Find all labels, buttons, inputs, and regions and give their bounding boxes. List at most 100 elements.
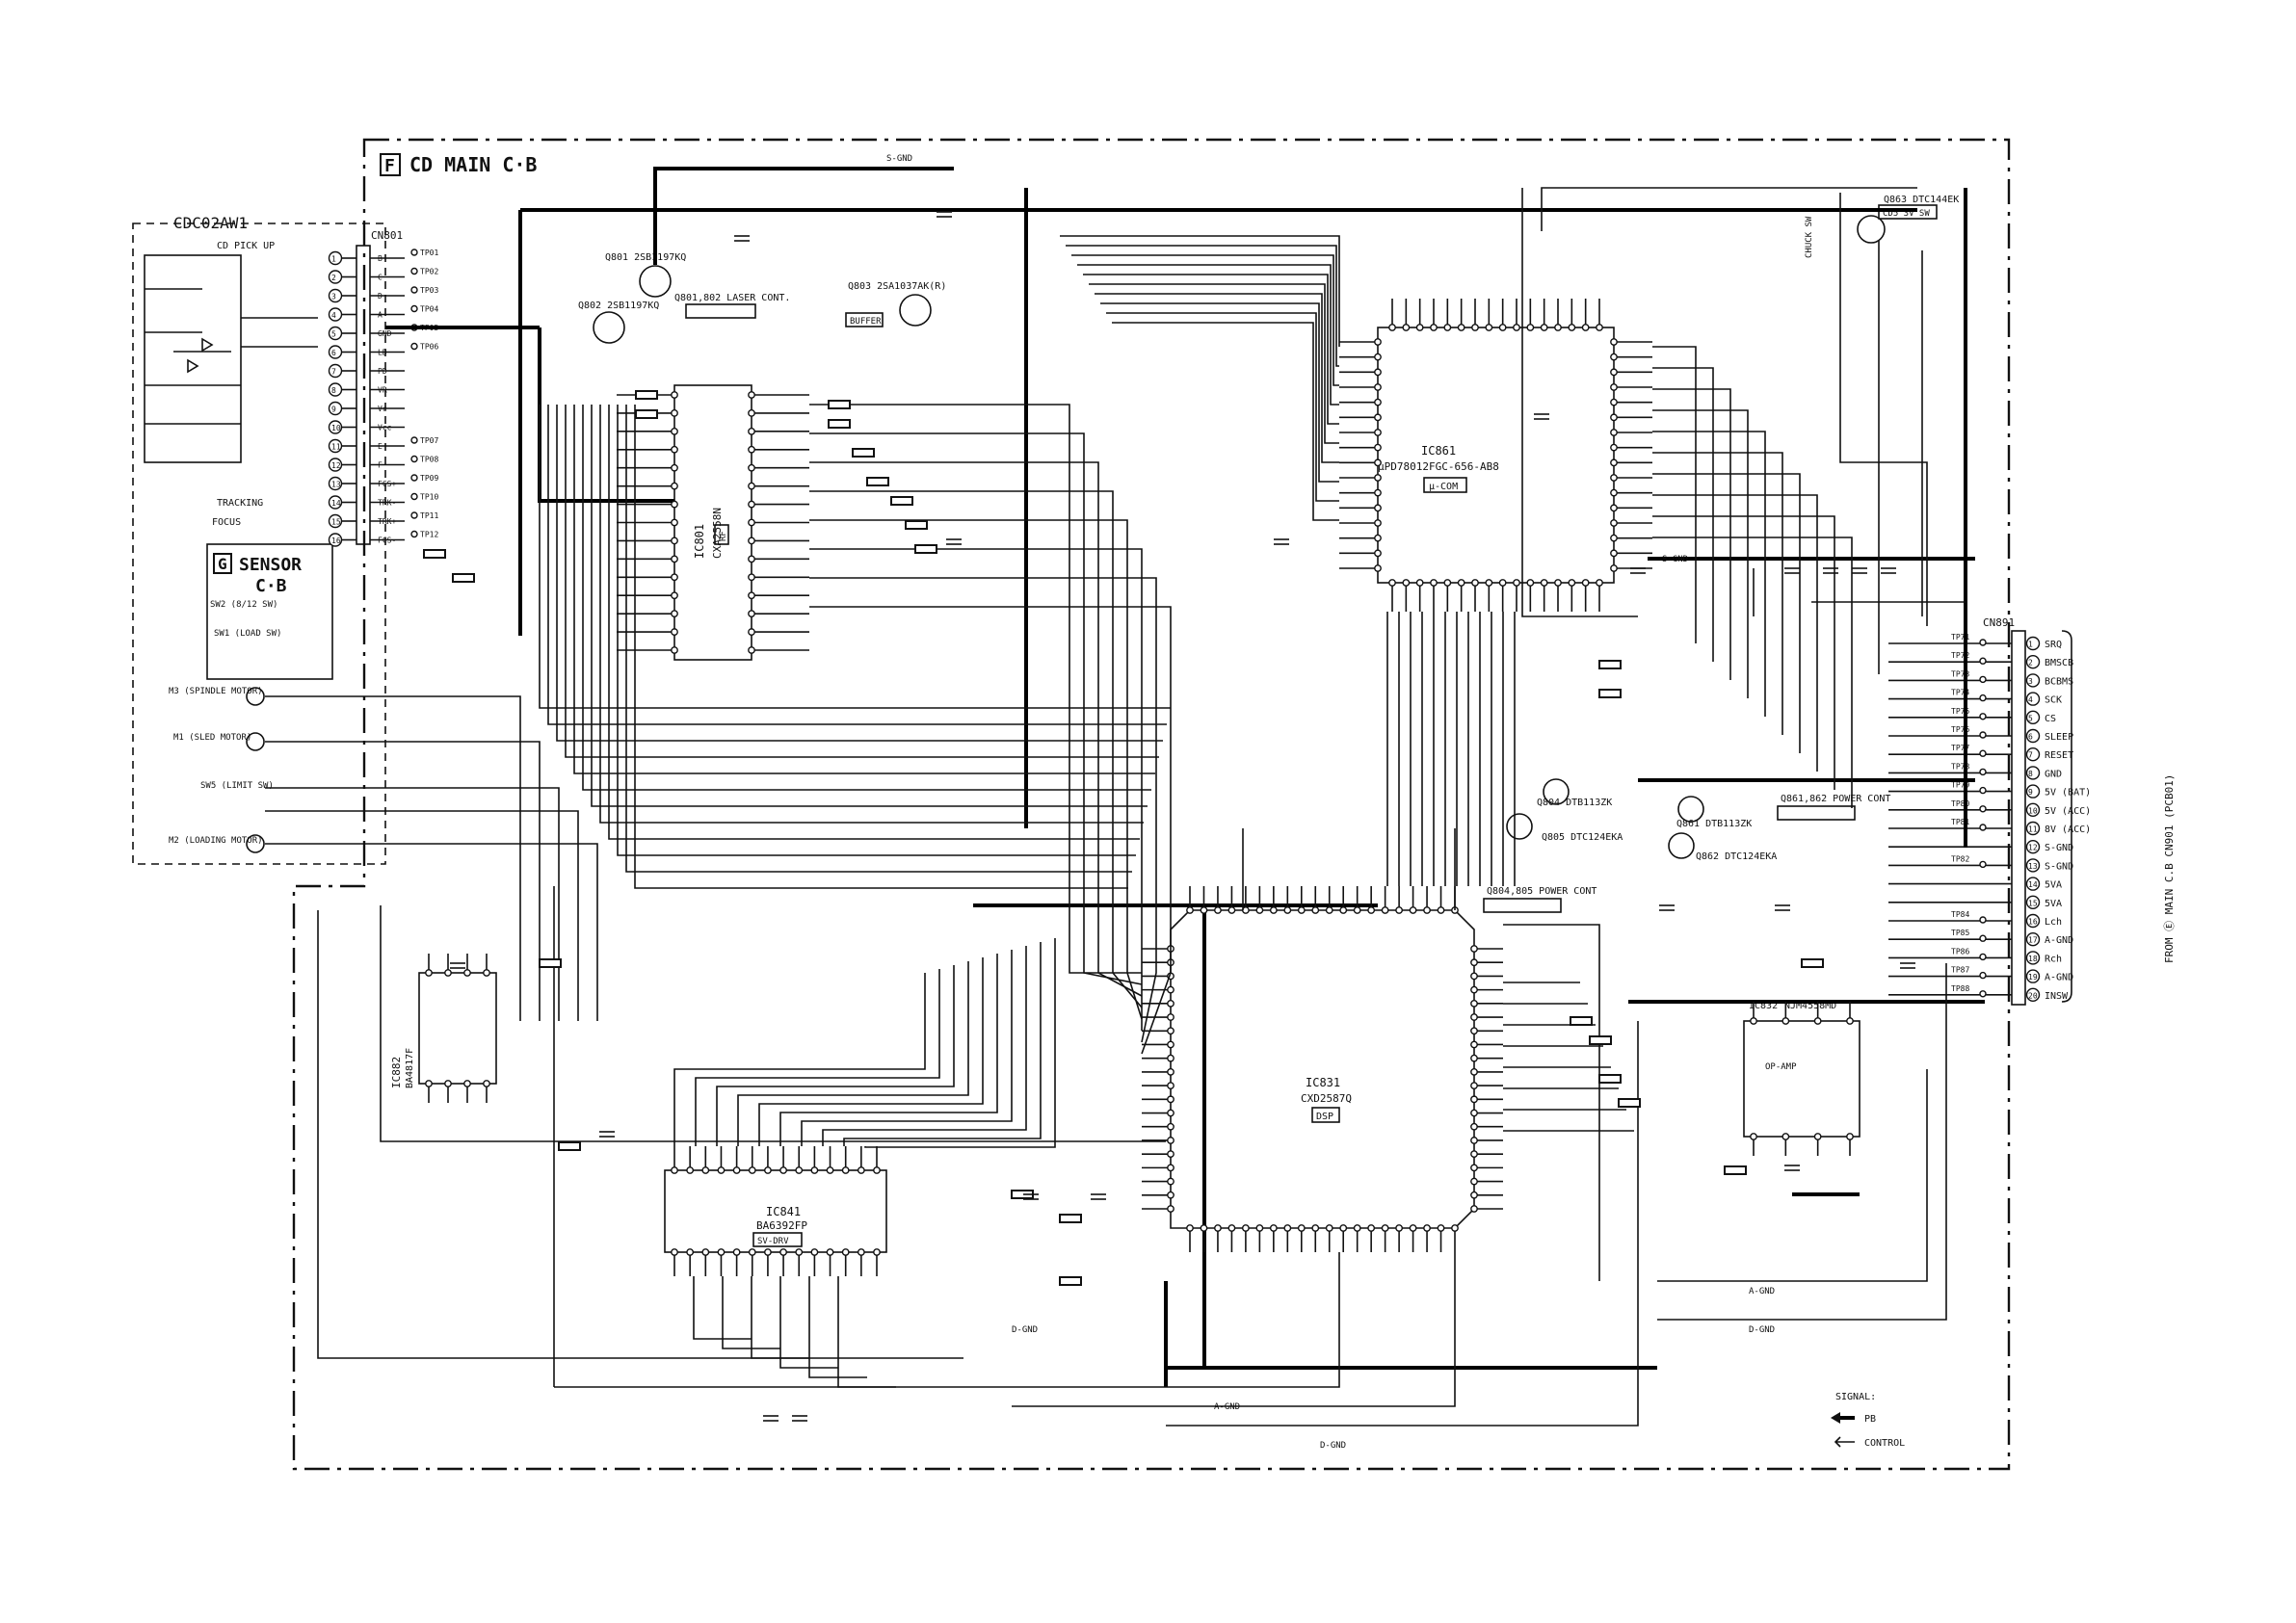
cn801-pin-number: 13 bbox=[331, 481, 341, 489]
ic882-pin-dot bbox=[483, 1080, 490, 1087]
cn891-pin bbox=[2025, 913, 2041, 929]
ic831-pin-dot bbox=[1470, 1054, 1478, 1062]
ic831-pin-dot bbox=[1311, 1224, 1320, 1232]
ic861-pin-dot bbox=[1610, 353, 1618, 361]
testpoint-icon bbox=[1979, 713, 1987, 720]
wire-trace bbox=[573, 405, 1155, 774]
ic831-pin-dot bbox=[1423, 1224, 1431, 1232]
ic832-part: NJM4558MD bbox=[1784, 1001, 1836, 1011]
ic831-pin-dot bbox=[1470, 999, 1478, 1008]
ic861-pin-dot bbox=[1610, 458, 1618, 467]
resistor-icon bbox=[1570, 1016, 1593, 1026]
q801-label: Q801 2SB1197KQ bbox=[605, 252, 686, 263]
buffer-tag-box bbox=[845, 312, 884, 327]
cn891-pin bbox=[2025, 969, 2041, 983]
cn801-pin-number: 2 bbox=[331, 274, 336, 282]
wire-trace bbox=[1521, 188, 1638, 617]
ic801-pin-dot bbox=[671, 445, 678, 454]
ic831-pin-dot bbox=[1395, 906, 1404, 914]
testpoint-icon bbox=[410, 436, 418, 444]
ic861-pin-dot bbox=[1554, 579, 1562, 587]
ic831-pin-dot bbox=[1470, 1122, 1478, 1131]
ic882-body bbox=[418, 972, 497, 1085]
ic801-pin-dot bbox=[671, 518, 678, 527]
ic831-pin-dot bbox=[1437, 906, 1445, 914]
wire-trace bbox=[1652, 473, 1801, 753]
ic861-pin-dot bbox=[1568, 324, 1576, 331]
wire-trace bbox=[1652, 346, 1697, 643]
ic801-name: IC801 bbox=[693, 524, 706, 559]
ic801-part: CXA2558N bbox=[711, 508, 724, 559]
wire-trace bbox=[265, 695, 521, 1021]
cn891-signal-label: GND bbox=[2045, 769, 2062, 779]
wire-trace bbox=[673, 973, 926, 1146]
testpoint-icon bbox=[1979, 953, 1987, 961]
ic861-pin-dot bbox=[1471, 579, 1479, 587]
testpoint-icon bbox=[410, 342, 418, 351]
resistor-icon bbox=[1059, 1276, 1082, 1286]
ic831-pin-dot bbox=[1470, 1082, 1478, 1090]
cn891-signal-label: SLEEP bbox=[2045, 732, 2073, 743]
wire-trace bbox=[809, 606, 1172, 1055]
ic831-pin-dot bbox=[1367, 906, 1376, 914]
wire-trace bbox=[547, 405, 1167, 725]
cn891-pin-number: 19 bbox=[2028, 973, 2038, 982]
ic801-pin-dot bbox=[671, 409, 678, 417]
ic841-pin-dot bbox=[841, 1248, 850, 1256]
wire-trace bbox=[1503, 924, 1600, 1281]
ic861-pin-dot bbox=[1374, 413, 1382, 422]
ic861-pin-dot bbox=[1443, 324, 1452, 331]
ic861-part: μPD78012FGC-656-AB8 bbox=[1378, 460, 1499, 473]
ic861-pin-dot bbox=[1610, 429, 1618, 436]
ic861-pin-dot bbox=[1402, 324, 1411, 331]
ic831-pin-dot bbox=[1451, 1224, 1459, 1232]
ic831-pin-dot bbox=[1470, 1095, 1478, 1104]
ic831-pin-dot bbox=[1283, 906, 1292, 914]
resistor-icon bbox=[635, 409, 658, 419]
ic831-pin-dot bbox=[1167, 1054, 1174, 1062]
resistor-icon bbox=[828, 419, 851, 429]
ic831-pin-dot bbox=[1167, 999, 1174, 1008]
cn891-pin-number: 4 bbox=[2028, 695, 2033, 704]
ic801-pin-dot bbox=[748, 445, 755, 454]
ic801-pin-dot bbox=[671, 555, 678, 563]
q862-symbol bbox=[1668, 832, 1695, 859]
ic831-pin-dot bbox=[1470, 1177, 1478, 1186]
ic882-pin-dot bbox=[444, 969, 452, 977]
cn801-pin bbox=[328, 495, 343, 510]
ic861-pin-dot bbox=[1610, 474, 1618, 482]
cn891-signal-label: Lch bbox=[2045, 917, 2062, 928]
cn891-pin-number: 16 bbox=[2028, 918, 2038, 927]
ic801-pin-dot bbox=[748, 518, 755, 527]
ic831-pin-dot bbox=[1470, 1067, 1478, 1076]
cn891-signal-label: BMSCB bbox=[2045, 658, 2073, 668]
ic831-pin-dot bbox=[1186, 906, 1194, 914]
wire-trace bbox=[1652, 494, 1818, 772]
ic861-pin-dot bbox=[1402, 579, 1411, 587]
ic861-pin-dot bbox=[1374, 429, 1382, 436]
ic861-pin-dot bbox=[1610, 413, 1618, 422]
ic801-pin-dot bbox=[671, 482, 678, 490]
wire-trace bbox=[809, 548, 1143, 1031]
wire-trace bbox=[779, 954, 998, 1146]
ic831-pin-dot bbox=[1167, 1013, 1174, 1021]
cn891-pin bbox=[2025, 673, 2041, 688]
cn891-pin-number: 17 bbox=[2028, 936, 2038, 945]
testpoint-label: TP84 bbox=[1951, 910, 1969, 919]
cn801-pin-number: 15 bbox=[331, 518, 341, 527]
cn891-pin bbox=[2025, 877, 2041, 891]
wire-trace bbox=[1652, 515, 1835, 790]
cn801-pin-number: 16 bbox=[331, 537, 341, 545]
pickup-outline bbox=[132, 223, 386, 865]
cn891-body bbox=[2011, 630, 2026, 1006]
ic831-pin-dot bbox=[1470, 1013, 1478, 1021]
ic861-pin-dot bbox=[1610, 443, 1618, 452]
ic801-pin-dot bbox=[671, 646, 678, 654]
ground-tag: A-GND bbox=[1214, 1402, 1240, 1412]
laser-tag-box bbox=[685, 303, 756, 319]
wire-trace bbox=[1066, 245, 1339, 367]
resistor-icon bbox=[914, 544, 937, 554]
ic861-pin-dot bbox=[1610, 338, 1618, 346]
wire-trace bbox=[556, 405, 1163, 742]
ic801-pin-dot bbox=[748, 555, 755, 563]
